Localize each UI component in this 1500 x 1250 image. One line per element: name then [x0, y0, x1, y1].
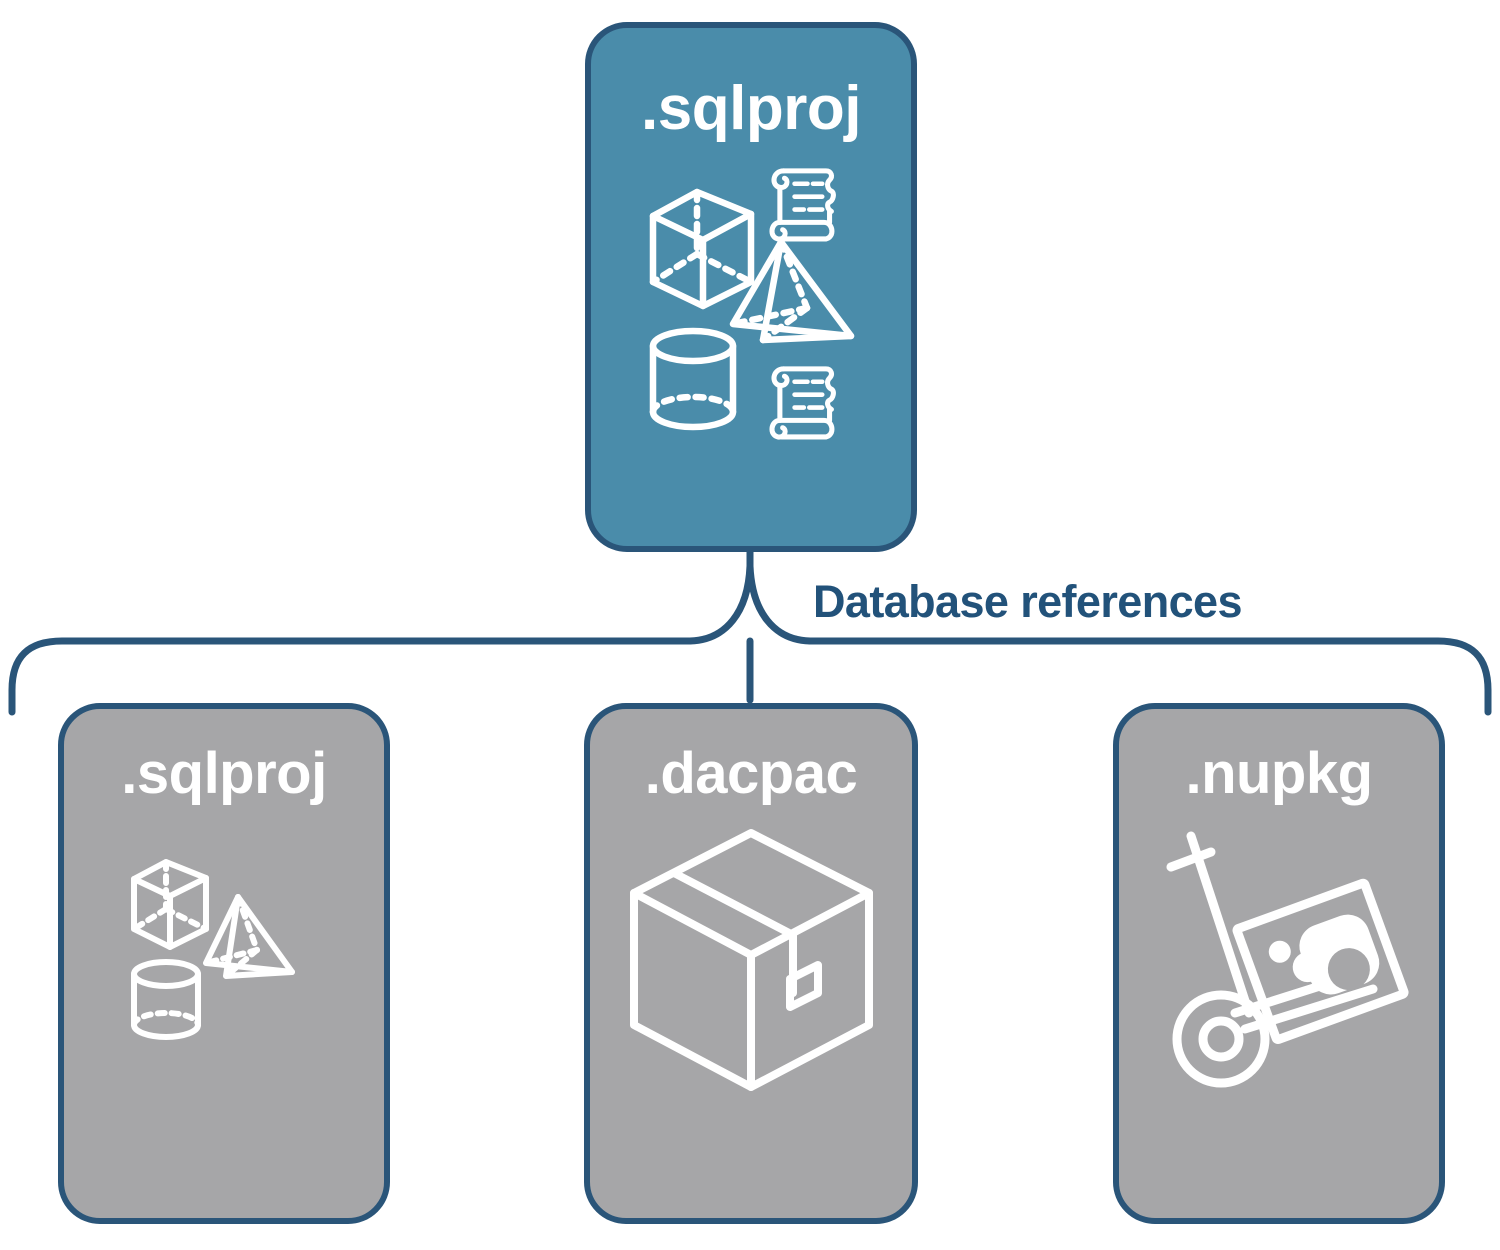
- connector-label: Database references: [813, 576, 1242, 627]
- scroll-script-icon: [769, 366, 836, 440]
- card-root-title: .sqlproj: [641, 74, 861, 143]
- connector-peak-left: [686, 562, 754, 645]
- cube-wireframe-icon: [649, 188, 755, 310]
- card-reference-dacpac[interactable]: .dacpac: [584, 703, 918, 1224]
- card-reference-nupkg-title: .nupkg: [1185, 741, 1373, 806]
- card-reference-sqlproj[interactable]: .sqlproj: [58, 703, 390, 1224]
- scroll-script-icon: [769, 168, 836, 242]
- pyramid-wireframe-icon: [203, 894, 295, 979]
- cylinder-wireframe-icon: [131, 959, 201, 1040]
- nuget-logo-glyph: [1268, 914, 1380, 995]
- reference-dacpac-artwork: [626, 825, 876, 1095]
- reference-sqlproj-artwork: [124, 837, 324, 1052]
- cylinder-wireframe-icon: [649, 327, 737, 431]
- connector-branch-left: [8, 637, 694, 716]
- connector-peak-right: [746, 562, 814, 645]
- shipping-box-icon: [630, 829, 873, 1091]
- card-reference-sqlproj-title: .sqlproj: [121, 741, 327, 806]
- card-reference-dacpac-title: .dacpac: [644, 741, 858, 806]
- hand-truck-package-icon: [1166, 831, 1409, 1088]
- root-artwork: [641, 154, 861, 454]
- dolly-wheel-outer: [1172, 990, 1270, 1088]
- pyramid-wireframe-icon: [729, 238, 855, 344]
- dolly-wheel-hub: [1198, 1016, 1244, 1062]
- nuget-package-crate: [1232, 878, 1409, 1045]
- reference-nupkg-artwork: [1149, 823, 1409, 1103]
- card-reference-nupkg[interactable]: .nupkg: [1113, 703, 1445, 1224]
- cube-wireframe-icon: [131, 859, 209, 950]
- connector-branch-right: [806, 637, 1492, 716]
- card-root-sqlproj[interactable]: .sqlproj: [585, 22, 917, 552]
